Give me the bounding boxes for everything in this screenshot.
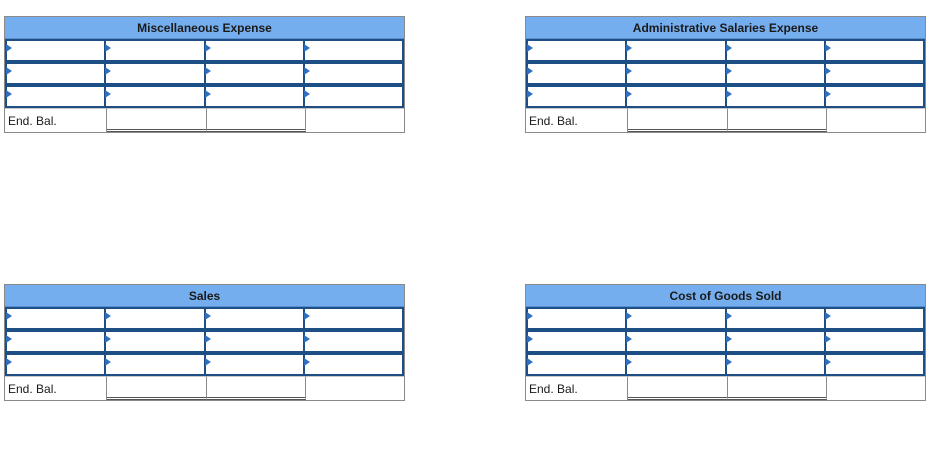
end-balance-empty-cell [305, 376, 404, 400]
debit-amount-input[interactable] [104, 62, 205, 85]
end-balance-credit-input[interactable] [727, 376, 827, 400]
debit-amount-input[interactable] [104, 353, 205, 376]
credit-amount-input[interactable] [823, 39, 925, 62]
entry-row [5, 39, 404, 62]
debit-label-dropdown[interactable] [526, 353, 627, 376]
end-balance-credit-input[interactable] [206, 376, 306, 400]
entry-row [5, 307, 404, 330]
debit-amount-input[interactable] [625, 85, 726, 108]
credit-label-dropdown[interactable] [203, 62, 304, 85]
debit-amount-input[interactable] [104, 85, 205, 108]
debit-amount-input[interactable] [625, 39, 726, 62]
debit-amount-input[interactable] [104, 39, 205, 62]
credit-label-dropdown[interactable] [724, 85, 825, 108]
credit-amount-input[interactable] [823, 353, 925, 376]
credit-label-dropdown[interactable] [203, 85, 304, 108]
debit-label-dropdown[interactable] [5, 307, 106, 330]
t-account-miscellaneous-expense: Miscellaneous Expense End. Bal. [4, 16, 405, 133]
t-account-cost-of-goods-sold: Cost of Goods Sold End. Bal. [525, 284, 926, 401]
debit-label-dropdown[interactable] [526, 62, 627, 85]
end-balance-row: End. Bal. [526, 108, 925, 132]
account-title: Miscellaneous Expense [5, 17, 404, 39]
debit-label-dropdown[interactable] [5, 39, 106, 62]
end-balance-debit-input[interactable] [628, 108, 728, 132]
account-title: Cost of Goods Sold [526, 285, 925, 307]
entry-row [526, 330, 925, 353]
debit-amount-input[interactable] [625, 353, 726, 376]
credit-amount-input[interactable] [302, 307, 404, 330]
t-account-administrative-salaries-expense: Administrative Salaries Expense End. Bal… [525, 16, 926, 133]
end-balance-debit-input[interactable] [628, 376, 728, 400]
debit-label-dropdown[interactable] [5, 353, 106, 376]
credit-amount-input[interactable] [823, 85, 925, 108]
credit-amount-input[interactable] [823, 307, 925, 330]
entry-row [526, 39, 925, 62]
debit-label-dropdown[interactable] [526, 330, 627, 353]
end-balance-label: End. Bal. [5, 376, 108, 400]
entry-row [526, 62, 925, 85]
credit-label-dropdown[interactable] [203, 353, 304, 376]
end-balance-empty-cell [305, 108, 404, 132]
end-balance-debit-input[interactable] [107, 108, 207, 132]
entry-row [5, 353, 404, 376]
entry-row [5, 85, 404, 108]
debit-label-dropdown[interactable] [5, 330, 106, 353]
debit-label-dropdown[interactable] [526, 307, 627, 330]
account-title: Sales [5, 285, 404, 307]
entry-row [5, 62, 404, 85]
entry-row [526, 307, 925, 330]
debit-amount-input[interactable] [625, 307, 726, 330]
end-balance-row: End. Bal. [5, 376, 404, 400]
credit-amount-input[interactable] [302, 62, 404, 85]
debit-amount-input[interactable] [104, 330, 205, 353]
t-account-sales: Sales End. Bal. [4, 284, 405, 401]
debit-label-dropdown[interactable] [5, 85, 106, 108]
credit-label-dropdown[interactable] [203, 330, 304, 353]
credit-amount-input[interactable] [302, 353, 404, 376]
credit-label-dropdown[interactable] [724, 62, 825, 85]
end-balance-empty-cell [826, 376, 925, 400]
end-balance-row: End. Bal. [526, 376, 925, 400]
credit-label-dropdown[interactable] [724, 307, 825, 330]
end-balance-debit-input[interactable] [107, 376, 207, 400]
entry-row [5, 330, 404, 353]
end-balance-label: End. Bal. [526, 376, 629, 400]
credit-amount-input[interactable] [823, 330, 925, 353]
end-balance-label: End. Bal. [526, 108, 629, 132]
debit-amount-input[interactable] [625, 330, 726, 353]
credit-amount-input[interactable] [302, 85, 404, 108]
debit-amount-input[interactable] [625, 62, 726, 85]
credit-label-dropdown[interactable] [203, 307, 304, 330]
entry-row [526, 85, 925, 108]
debit-amount-input[interactable] [104, 307, 205, 330]
end-balance-credit-input[interactable] [206, 108, 306, 132]
debit-label-dropdown[interactable] [5, 62, 106, 85]
debit-label-dropdown[interactable] [526, 39, 627, 62]
end-balance-empty-cell [826, 108, 925, 132]
credit-label-dropdown[interactable] [724, 330, 825, 353]
credit-label-dropdown[interactable] [724, 39, 825, 62]
credit-label-dropdown[interactable] [203, 39, 304, 62]
credit-amount-input[interactable] [302, 39, 404, 62]
entry-row [526, 353, 925, 376]
credit-label-dropdown[interactable] [724, 353, 825, 376]
account-title: Administrative Salaries Expense [526, 17, 925, 39]
end-balance-credit-input[interactable] [727, 108, 827, 132]
debit-label-dropdown[interactable] [526, 85, 627, 108]
credit-amount-input[interactable] [302, 330, 404, 353]
end-balance-row: End. Bal. [5, 108, 404, 132]
end-balance-label: End. Bal. [5, 108, 108, 132]
credit-amount-input[interactable] [823, 62, 925, 85]
